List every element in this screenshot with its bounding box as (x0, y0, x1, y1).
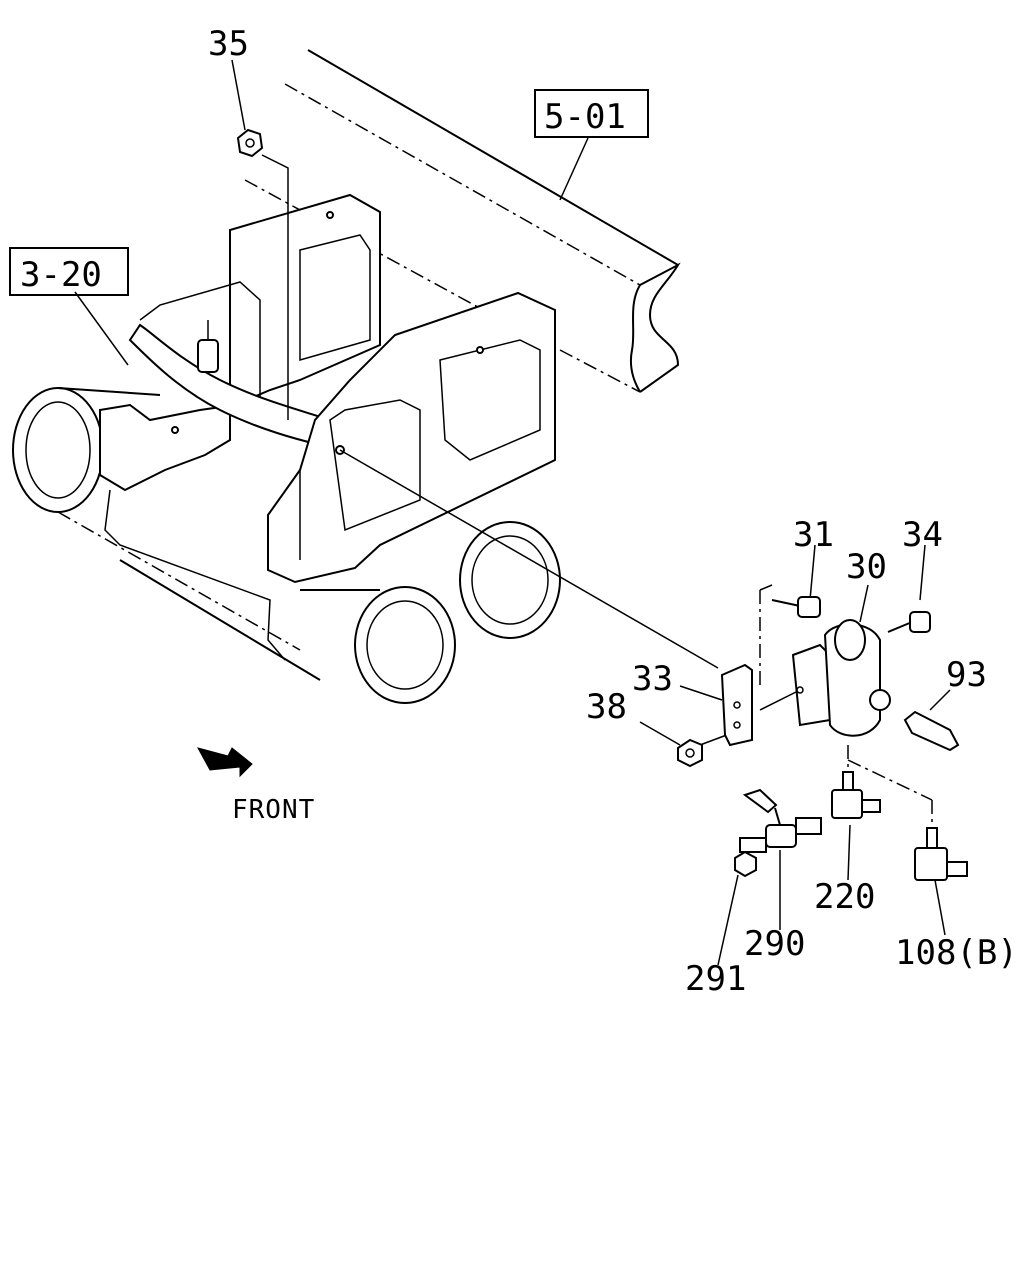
cap-291 (734, 850, 757, 878)
valve-30 (791, 619, 891, 737)
tee-220 (831, 771, 881, 819)
cock-290 (739, 788, 822, 853)
callout-290: 290 (744, 924, 805, 964)
ref-label-3-20: 3-20 (20, 255, 102, 295)
bolt-31 (771, 596, 821, 618)
front-label: FRONT (232, 795, 315, 825)
callout-108b: 108(B) (895, 933, 1018, 973)
battery-carrier (12, 193, 561, 704)
callout-34: 34 (902, 515, 943, 555)
ref-box-3-20 (9, 247, 129, 296)
bolt-34 (887, 611, 931, 633)
fitting-93 (903, 710, 960, 752)
ref-box-5-01 (534, 89, 649, 138)
leader-lines (74, 59, 951, 966)
tee-108b (914, 827, 968, 881)
callout-220: 220 (814, 877, 875, 917)
frame-rail (244, 49, 681, 393)
nut-35 (236, 128, 264, 158)
callout-30: 30 (846, 547, 887, 587)
callout-33: 33 (632, 659, 673, 699)
callout-93: 93 (946, 655, 987, 695)
callout-38: 38 (586, 687, 627, 727)
callout-291: 291 (685, 959, 746, 999)
bracket-33 (720, 663, 753, 747)
ref-label-5-01: 5-01 (544, 97, 626, 137)
front-arrow-icon (197, 747, 253, 778)
callout-31: 31 (793, 515, 834, 555)
callout-35: 35 (208, 24, 249, 64)
nut-38 (677, 738, 703, 768)
